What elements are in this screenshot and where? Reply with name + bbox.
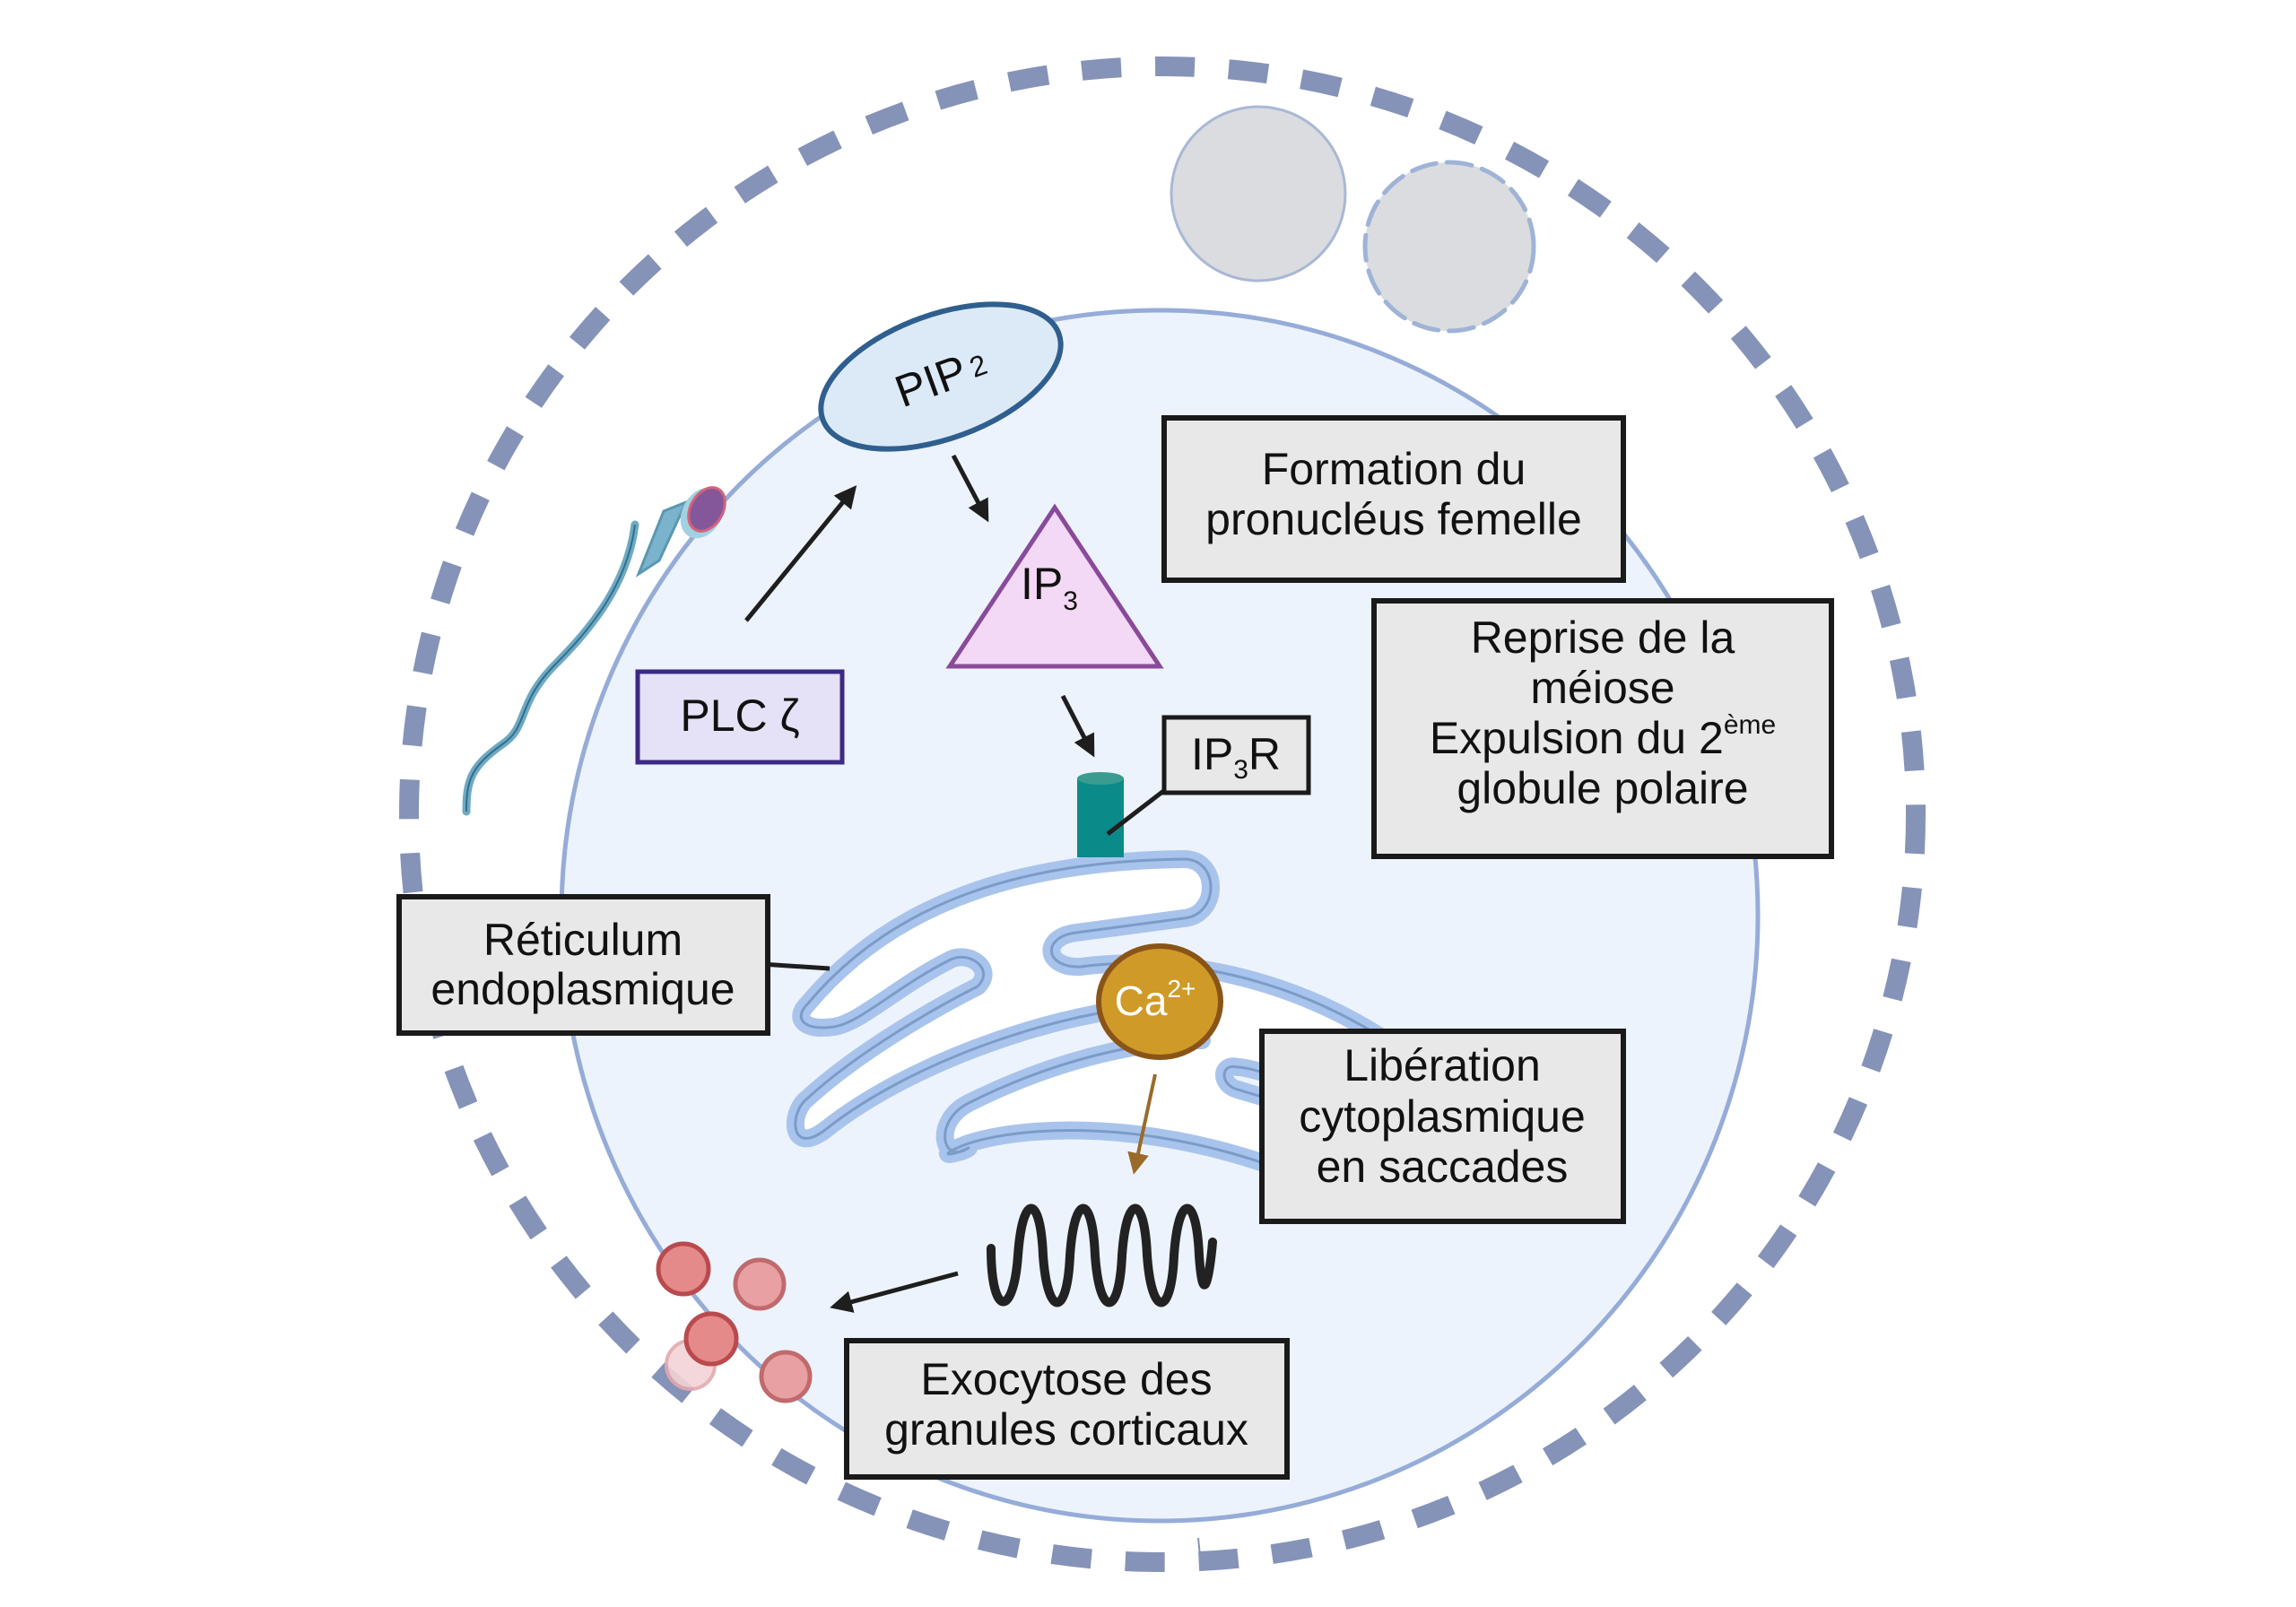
cortical-granule [759,1350,813,1403]
calcium-superscript: 2+ [1167,975,1196,1003]
second-polar-body [1362,160,1536,334]
plc-zeta-box: PLC ζ [635,669,845,765]
cortical-granule [683,1311,739,1367]
ip3-molecule: IP3 [945,503,1164,669]
ip3r-box: IP3R [1161,715,1311,795]
calcium-ion: Ca2+ [1096,943,1223,1060]
ip3-subscript: 3 [1063,586,1078,616]
meiosis-label-line2: méiose [1530,663,1674,713]
ip3-label: IP [1021,559,1063,609]
er-leader-line [761,961,831,971]
ip3r-suffix: R [1248,729,1281,779]
svg-text:IP3: IP3 [1021,559,1078,616]
arrow-ip3-to-receptor [1060,694,1095,758]
exocytosis-label-line1: Exocytose des [920,1354,1212,1404]
arrow-calcium-release [1127,1073,1157,1175]
er-label-line2: endoplasmique [430,964,735,1014]
ip3r-label: IP [1191,729,1233,779]
meiosis-resumption-box: Reprise de la méiose Expulsion du 2ème g… [1371,598,1834,859]
calcium-oscillation-wave-icon [987,1203,1217,1307]
meiosis-label-superscript: ème [1724,710,1776,740]
arrow-plc-to-pip2 [744,485,857,622]
svg-text:Ca2+: Ca2+ [1115,975,1196,1024]
meiosis-label-line4: globule polaire [1457,763,1748,813]
calcium-label: Ca [1115,977,1168,1024]
svg-text:IP3R: IP3R [1191,729,1281,785]
ip3r-leader-line [1106,787,1168,836]
pip2-molecule: PIP2 [818,301,1064,452]
meiosis-label-line3: Expulsion du 2 [1430,713,1724,763]
ip3r-subscript: 3 [1233,755,1248,785]
meiosis-label-line1: Reprise de la [1471,612,1735,663]
cytoplasmic-release-box: Libération cytoplasmique en saccades [1259,1029,1626,1224]
plc-zeta-label: PLC ζ [680,691,799,741]
arrow-to-granules [830,1271,959,1313]
er-label-box: Réticulum endoplasmique [396,894,770,1036]
er-label-line1: Réticulum [483,915,683,965]
first-polar-body [1170,105,1347,282]
tick-mark [1197,1537,1201,1557]
ip3-receptor-channel-icon [1077,772,1124,857]
polar-body-icon [1170,105,1536,334]
svg-text:Expulsion du 2ème: Expulsion du 2ème [1430,710,1776,763]
exocytosis-label-line2: granules corticaux [884,1404,1248,1455]
cortical-granule [656,1241,711,1297]
release-label-line2: cytoplasmique [1299,1091,1586,1142]
sperm-cell-icon [462,486,726,816]
release-label-line3: en saccades [1317,1142,1569,1192]
exocytosis-box: Exocytose des granules corticaux [844,1338,1290,1480]
release-label-line1: Libération [1344,1040,1541,1090]
pronucleus-label-line2: pronucléus femelle [1205,494,1582,544]
zona-pellucida [399,56,1926,1572]
cortical-granule [733,1257,787,1311]
cortical-granule-icon [656,1241,813,1403]
arrow-pip2-to-ip3 [951,454,989,523]
pronucleus-formation-box: Formation du pronucléus femelle [1161,415,1626,583]
pronucleus-label-line1: Formation du [1262,444,1526,494]
endoplasmic-reticulum [786,850,1408,1206]
